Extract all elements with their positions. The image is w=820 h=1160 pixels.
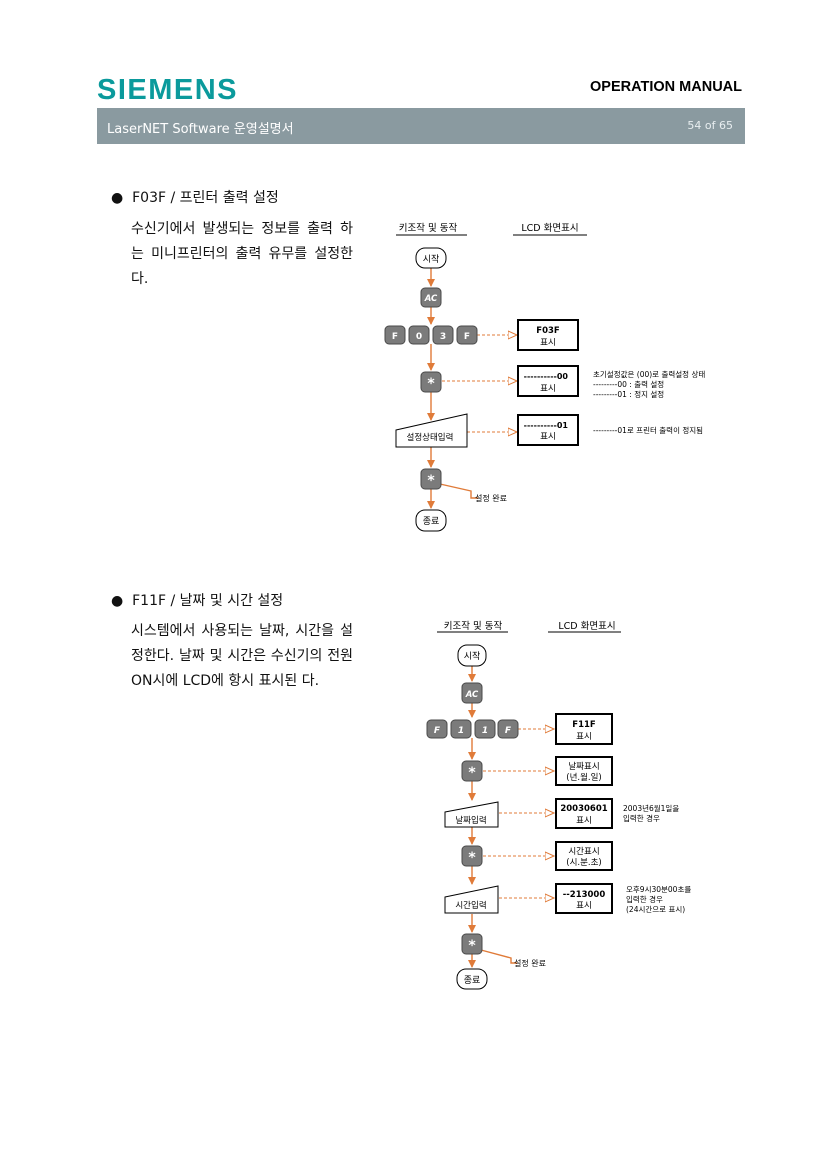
key-1b-label: 1	[482, 726, 488, 736]
note1-line3: ---------01 : 정지 설정	[593, 389, 664, 399]
lcd-box-2	[517, 365, 579, 397]
ac-key-2-label: AC	[465, 690, 479, 700]
lcd-box-7	[555, 841, 613, 871]
key-1b	[474, 719, 496, 739]
section2-title: F11F / 날짜 및 시간 설정	[132, 593, 284, 609]
end-label: 종료	[423, 516, 440, 527]
lcd-2-line2: 표시	[540, 384, 556, 394]
note1-line2: ---------00 : 출력 설정	[593, 379, 664, 389]
status-input-label: 설정상태입력	[407, 432, 454, 443]
note-date-line2: 입력한 경우	[623, 813, 660, 823]
end-terminal-2	[456, 968, 488, 990]
key-f-4-label: F	[505, 726, 512, 736]
section1-heading: ● F03F / 프린터 출력 설정	[111, 187, 279, 207]
lcd-box-4	[555, 713, 613, 745]
end-label-2: 종료	[464, 975, 481, 986]
lcd-6-line2: 표시	[576, 816, 592, 826]
section1-description: 수신기에서 발생되는 정보를 출력 하는 미니프린터의 출력 유무를 설정한다.	[131, 221, 353, 287]
section2-heading: ● F11F / 날짜 및 시간 설정	[111, 590, 283, 610]
col-lcd-header: LCD 화면표시	[521, 223, 578, 234]
star-key-2	[420, 468, 442, 490]
lcd-4-line2: 표시	[576, 732, 592, 742]
lcd-8-line1: --213000	[563, 890, 606, 900]
end-terminal	[415, 509, 447, 532]
star-key-5-label: *	[468, 938, 476, 954]
key-1	[450, 719, 472, 739]
siemens-logo: SIEMENS	[97, 74, 239, 106]
note-time-line3: (24시간으로 표시)	[626, 904, 685, 914]
lcd-1-line1: F03F	[536, 326, 560, 336]
lcd-8-line2: 표시	[576, 901, 592, 911]
star-key-2-label: *	[427, 473, 435, 489]
col-lcd-header-2: LCD 화면표시	[558, 621, 615, 632]
f03f-flowchart: 키조작 및 동작 LCD 화면표시 시작 AC F 0 3 F * 설정상태입력…	[384, 222, 705, 532]
lcd-box-8	[555, 883, 613, 914]
note-time-line1: 오후9시30분00초를	[626, 885, 691, 894]
key-f2	[456, 325, 478, 345]
setting-done-label-2: 설정 완료	[514, 958, 546, 968]
ac-key-label: AC	[424, 294, 438, 304]
star-key-4	[461, 845, 483, 867]
start-terminal-2	[457, 644, 487, 667]
lcd-3-line1: ----------01	[524, 421, 569, 430]
star-key-3	[461, 760, 483, 782]
key-f-4	[497, 719, 519, 739]
section2-description: 시스템에서 사용되는 날짜, 시간을 설정한다. 날짜 및 시간은 수신기의 전…	[131, 623, 353, 689]
key-f-3-label: F	[434, 726, 441, 736]
lcd-box-5	[555, 756, 613, 786]
date-input-shape	[444, 801, 499, 828]
note-date-line1: 2003년6월1일을	[623, 803, 679, 813]
lcd-3-line2: 표시	[540, 432, 556, 442]
note-time-line2: 입력한 경우	[626, 894, 663, 904]
setting-done-label: 설정 완료	[475, 493, 507, 503]
key-0-label: 0	[416, 332, 422, 342]
ac-key	[420, 287, 442, 308]
key-1-label: 1	[458, 726, 464, 736]
page-indicator: 54 of 65	[687, 119, 733, 132]
key-f	[384, 325, 406, 345]
f11f-flowchart: 키조작 및 동작 LCD 화면표시 시작 AC F 1 1 F * 날짜입력 *	[426, 620, 691, 990]
lcd-7-line2: (시.분.초)	[566, 858, 602, 868]
key-f-3	[426, 719, 448, 739]
key-3	[432, 325, 454, 345]
star-key	[420, 371, 442, 393]
col-key-header: 키조작 및 동작	[399, 222, 458, 234]
time-input-label: 시간입력	[455, 900, 486, 911]
start-label: 시작	[423, 254, 440, 265]
bullet-dot-icon: ●	[111, 593, 124, 609]
note1-line1: 초기설정값은 (00)로 출력설정 상태	[593, 369, 705, 379]
section1-title: F03F / 프린터 출력 설정	[132, 190, 279, 206]
key-f2-label: F	[464, 332, 470, 342]
ac-key-2	[461, 682, 483, 704]
key-0	[408, 325, 430, 345]
start-terminal	[415, 247, 447, 269]
lcd-box-3	[517, 414, 579, 446]
lcd-7-line1: 시간표시	[568, 846, 599, 857]
document-title: LaserNET Software 운영설명서	[107, 122, 294, 137]
time-input-shape	[444, 885, 499, 914]
status-input-shape	[395, 413, 468, 448]
star-key-5	[461, 933, 483, 955]
bullet-dot-icon: ●	[111, 190, 124, 206]
manual-title: OPERATION MANUAL	[590, 79, 742, 95]
lcd-box-6	[555, 798, 613, 829]
lcd-4-line1: F11F	[572, 720, 596, 730]
lcd-1-line2: 표시	[540, 338, 556, 348]
star-key-label: *	[427, 376, 435, 392]
header-bar: LaserNET Software 운영설명서 54 of 65	[97, 108, 745, 144]
key-3-label: 3	[440, 332, 446, 342]
date-input-label: 날짜입력	[455, 815, 486, 826]
lcd-5-line2: (년.월.일)	[566, 772, 602, 783]
note2: ---------01로 프린터 출력이 정지됨	[593, 425, 703, 435]
lcd-6-line1: 20030601	[560, 804, 607, 814]
lcd-2-line1: ----------00	[524, 372, 569, 381]
star-key-3-label: *	[468, 765, 476, 781]
key-f-label: F	[392, 332, 398, 342]
lcd-box-1	[517, 319, 579, 351]
lcd-5-line1: 날짜표시	[568, 761, 599, 772]
start-label-2: 시작	[464, 651, 481, 662]
col-key-header-2: 키조작 및 동작	[444, 620, 503, 632]
star-key-4-label: *	[468, 850, 476, 866]
